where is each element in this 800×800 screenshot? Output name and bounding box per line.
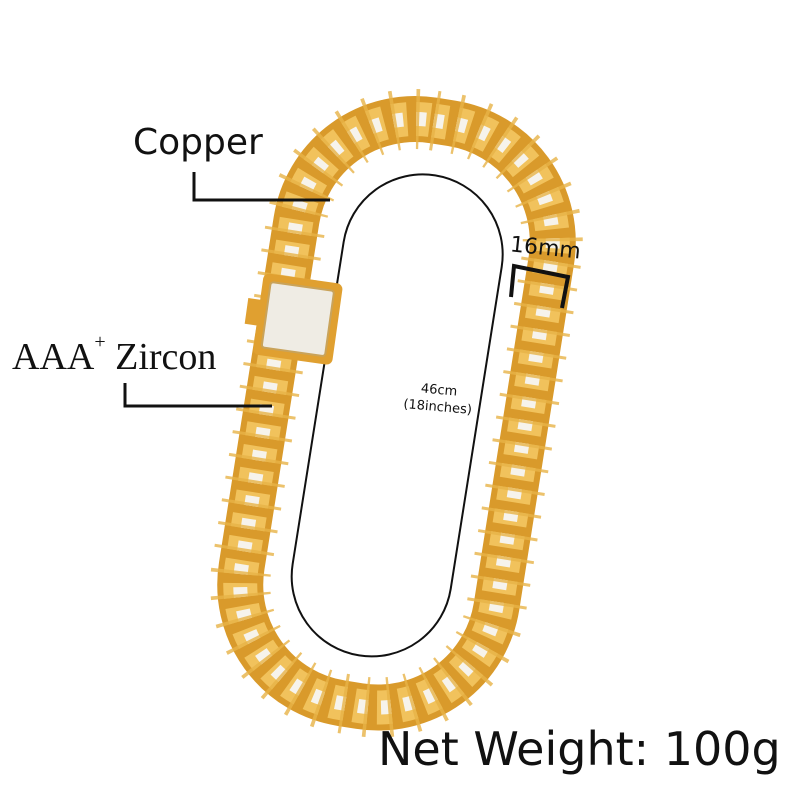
zircon-grade: AAA	[12, 336, 95, 378]
length-label: 46cm(18inches)	[403, 379, 474, 419]
copper-label: Copper	[133, 122, 263, 163]
copper-pointer-line	[192, 172, 330, 202]
zircon-label: AAA+ Zircon	[12, 331, 217, 379]
chain-stones	[233, 112, 560, 715]
width-bracket	[509, 263, 571, 309]
length-measure-line	[290, 173, 504, 658]
net-weight-label: Net Weight: 100g	[378, 722, 781, 776]
zircon-pointer-line	[123, 383, 272, 408]
clasp	[244, 273, 343, 365]
zircon-text: Zircon	[105, 336, 217, 378]
zircon-plus: +	[94, 331, 106, 353]
